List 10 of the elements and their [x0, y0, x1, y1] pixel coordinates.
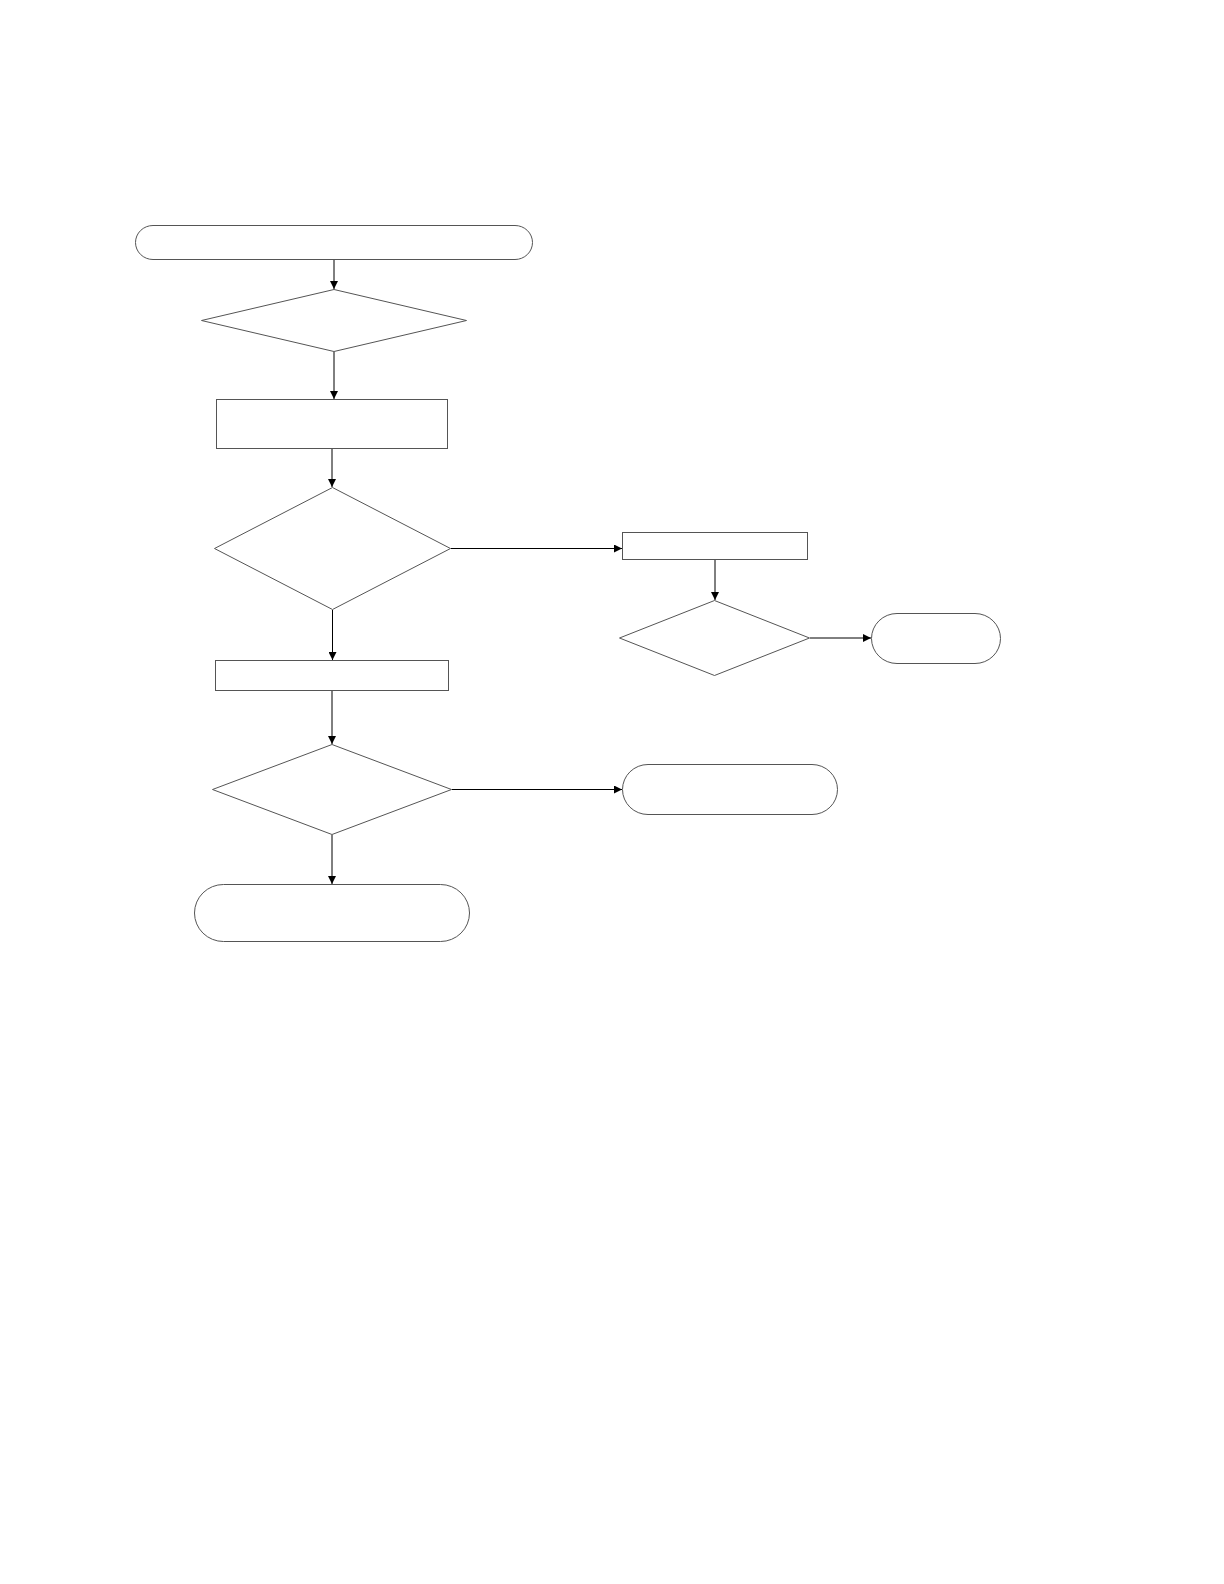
arrow — [330, 351, 338, 400]
arrow — [451, 785, 623, 794]
arrow — [328, 690, 336, 745]
arrow — [328, 448, 336, 488]
arrow — [450, 544, 623, 553]
arrow — [711, 559, 719, 601]
arrow — [328, 609, 337, 661]
arrow — [330, 259, 338, 290]
arrow — [328, 834, 336, 885]
arrow — [809, 634, 872, 642]
